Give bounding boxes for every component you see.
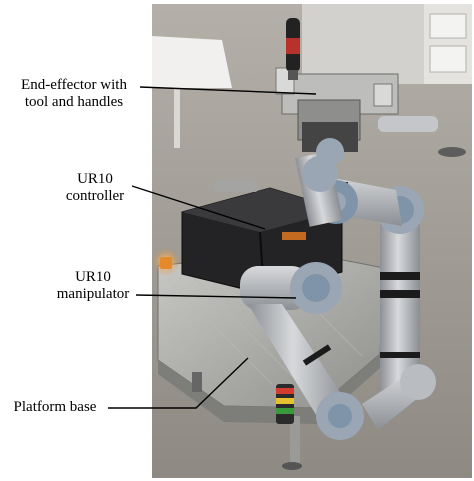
front-forearm — [248, 304, 348, 418]
robot-illustration — [152, 4, 472, 478]
label-end-effector-line1: End-effector with — [21, 77, 127, 93]
label-controller-line2: controller — [65, 188, 125, 204]
label-manipulator-line1: UR10 — [75, 269, 111, 285]
warning-light — [160, 257, 172, 269]
label-end-effector: End-effector with tool and handles — [4, 77, 144, 111]
case-logo — [282, 232, 306, 240]
label-platform: Platform base — [2, 399, 108, 416]
case-handle — [214, 180, 258, 192]
label-controller: UR10 controller — [60, 171, 130, 205]
floor-disc — [438, 147, 466, 157]
label-manipulator-line2: manipulator — [56, 286, 130, 302]
label-manipulator: UR10 manipulator — [48, 269, 138, 303]
label-end-effector-line2: tool and handles — [24, 94, 124, 110]
table — [152, 36, 232, 88]
label-controller-line1: UR10 — [77, 171, 113, 187]
side-handle — [378, 116, 438, 132]
label-platform-text: Platform base — [13, 399, 97, 415]
robot-photo — [152, 4, 472, 478]
